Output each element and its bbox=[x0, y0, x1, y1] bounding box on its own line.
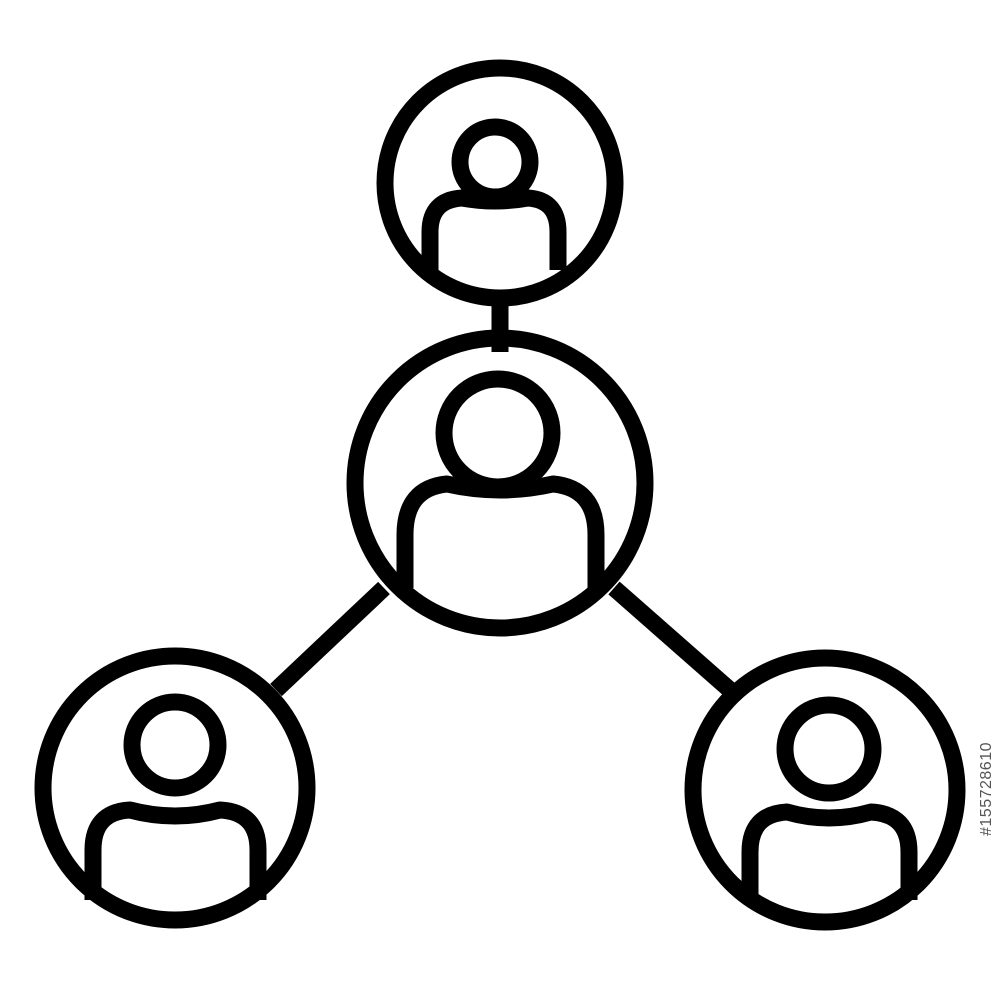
person-icon bbox=[84, 693, 267, 900]
person-icon bbox=[421, 118, 567, 270]
watermark-id-text: #155728610 bbox=[978, 742, 996, 836]
node-center bbox=[346, 329, 654, 637]
node-right bbox=[684, 649, 966, 931]
person-icon bbox=[741, 696, 918, 900]
connector-center-left bbox=[270, 581, 390, 697]
node-top bbox=[376, 59, 624, 307]
node-top-ring bbox=[376, 59, 624, 307]
person-icon bbox=[396, 370, 605, 588]
node-left bbox=[34, 647, 316, 929]
connector-center-right bbox=[608, 581, 736, 697]
node-center-ring bbox=[346, 329, 654, 637]
node-left-ring bbox=[34, 647, 316, 929]
node-right-ring bbox=[684, 649, 966, 931]
